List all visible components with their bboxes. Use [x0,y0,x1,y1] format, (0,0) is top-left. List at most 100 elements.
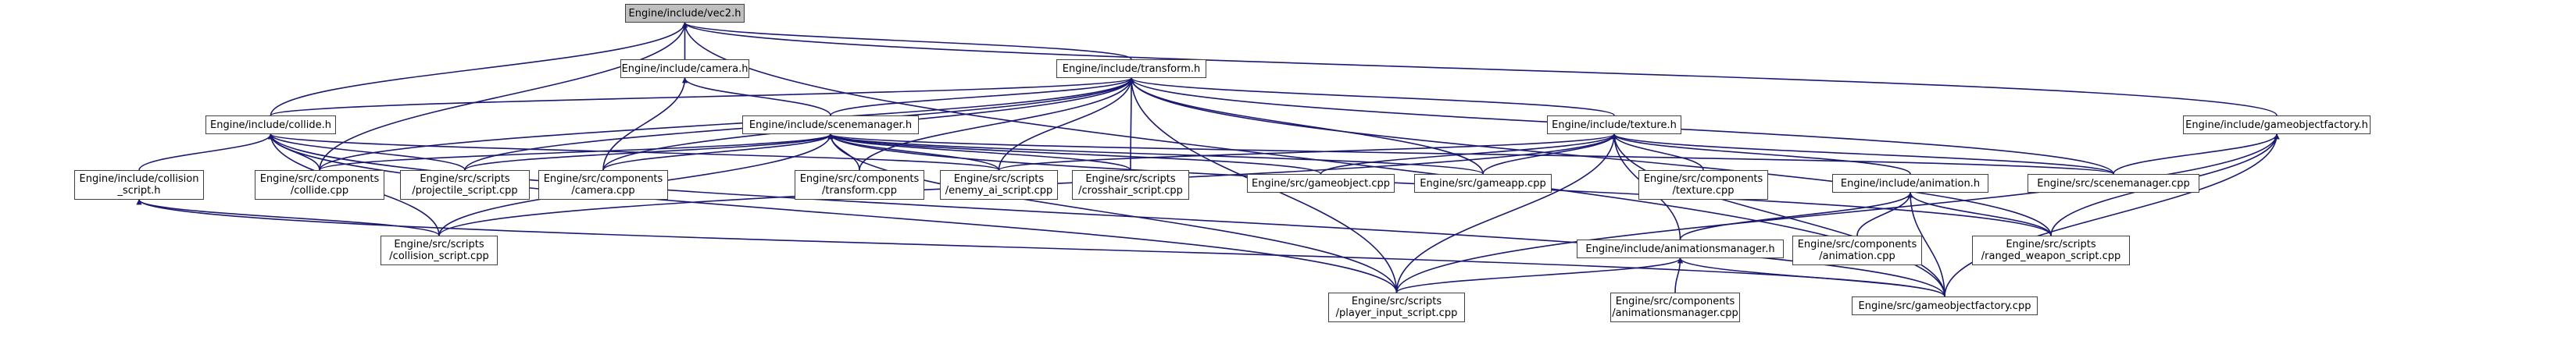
node-collide-h[interactable]: Engine/include/collide.h [205,115,336,134]
node-enemy-ai-cpp[interactable]: Engine/src/scripts/enemy_ai_script.cpp [940,170,1058,200]
edge-animationsmanager_cpp-to-animationsmanager_h [1674,257,1683,293]
node-label: /collision_script.cpp [389,250,489,262]
node-camera-cpp[interactable]: Engine/src/components/camera.cpp [538,170,668,200]
edge-gameobjectfactory_cpp-to-animationsmanager_h [1677,257,1945,297]
node-animationsmanager-h[interactable]: Engine/include/animationsmanager.h [1577,240,1784,258]
edge-player_input_cpp-to-animationsmanager_h [1395,257,1683,293]
node-texture-h[interactable]: Engine/include/texture.h [1547,115,1681,134]
edge-collide_h-to-vec2 [270,22,688,116]
node-label: Engine/include/animationsmanager.h [1585,243,1775,255]
node-label: /animationsmanager.cpp [1612,307,1738,319]
edge-animation_h-to-texture_h [1611,133,1911,175]
edge-projectile_cpp-to-scenemanager_h [464,133,834,171]
edge-enemy_ai_cpp-to-texture_h [998,133,1617,171]
node-label: Engine/src/scripts [1085,173,1176,185]
node-label: Engine/include/collide.h [210,119,331,131]
edge-camera_cpp-to-camera_h [602,77,688,171]
node-scenemanager-h[interactable]: Engine/include/scenemanager.h [742,115,919,134]
edge-collision_script_cpp-to-collision_script_h [136,199,440,236]
edge-crosshair_cpp-to-scenemanager_h [827,133,1131,171]
edge-gameobjectfactory_cpp-to-animation_h [1907,192,1945,297]
node-label: /crosshair_script.cpp [1078,185,1183,197]
node-label: _script.h [117,185,161,197]
edge-camera_cpp-to-scenemanager_h [602,133,834,171]
node-label: Engine/src/scripts [394,239,484,250]
node-label: /player_input_script.cpp [1335,307,1458,319]
node-texture-cpp[interactable]: Engine/src/components/texture.cpp [1638,170,1768,200]
edge-player_input_cpp-to-collide_h [268,133,1398,293]
edge-scenemanager_cpp-to-texture_h [1611,133,2114,175]
node-label: Engine/src/scripts [953,173,1045,185]
node-gameapp-cpp[interactable]: Engine/src/gameapp.cpp [1414,174,1552,193]
node-collision-script-h[interactable]: Engine/include/collision_script.h [74,170,204,200]
edge-gameapp_cpp-to-scenemanager_h [827,133,1484,175]
edge-texture_h-to-transform_h [1128,77,1615,116]
edge-projectile_cpp-to-collide_h [268,133,466,171]
node-gameobjectfactory-h[interactable]: Engine/include/gameobjectfactory.h [2183,115,2371,134]
node-gameobjectfactory-cpp[interactable]: Engine/src/gameobjectfactory.cpp [1852,296,2038,315]
edge-enemy_ai_cpp-to-collide_h [268,133,1000,171]
edge-player_input_cpp-to-scenemanager_h [827,133,1398,293]
node-label: Engine/src/gameobjectfactory.cpp [1858,300,2031,312]
edge-transform_h-to-vec2 [682,22,1132,60]
node-label: /transform.cpp [822,185,897,197]
node-scenemanager-cpp[interactable]: Engine/src/scenemanager.cpp [2028,174,2199,193]
node-label: Engine/include/texture.h [1552,119,1677,131]
node-label: /animation.cpp [1819,250,1895,262]
node-label: Engine/include/vec2.h [628,7,741,20]
edge-collide_cpp-to-vec2 [319,22,688,171]
edge-scenemanager_cpp-to-gameobjectfactory_h [2113,133,2280,175]
edge-gameobjectfactory_cpp-to-collide_h [268,133,1945,297]
node-animationsmanager-cpp[interactable]: Engine/src/components/animationsmanager.… [1610,293,1740,322]
edge-collision_script_h-to-collide_h [138,133,273,171]
node-label: Engine/src/scripts [2006,239,2096,250]
node-label: Engine/src/components [1643,173,1763,185]
edge-player_input_cpp-to-gameobjectfactory_h [1395,133,2280,293]
node-label: Engine/include/animation.h [1840,177,1981,190]
edge-scenemanager_h-to-transform_h [830,77,1134,116]
node-label: Engine/src/scripts [1351,296,1442,307]
node-label: Engine/src/components [799,173,920,185]
node-crosshair-cpp[interactable]: Engine/src/scripts/crosshair_script.cpp [1072,170,1189,200]
node-player-input-cpp[interactable]: Engine/src/scripts/player_input_script.c… [1328,293,1465,322]
edge-collide_cpp-to-scenemanager_h [319,133,834,171]
edge-scenemanager_h-to-camera_h [682,77,831,116]
node-label: Engine/include/scenemanager.h [749,119,913,131]
node-camera-h[interactable]: Engine/include/camera.h [620,59,749,78]
node-vec2: Engine/include/vec2.h [625,4,745,23]
node-transform-cpp[interactable]: Engine/src/components/transform.cpp [795,170,924,200]
edge-gameobject_cpp-to-scenemanager_h [827,133,1322,175]
edge-enemy_ai_cpp-to-transform_h [998,77,1134,171]
node-label: /enemy_ai_script.cpp [945,185,1053,197]
edge-ranged_weapon_cpp-to-animation_h [1907,192,2052,236]
node-ranged-weapon-cpp[interactable]: Engine/src/scripts/ranged_weapon_script.… [1972,236,2130,265]
node-gameobject-cpp[interactable]: Engine/src/gameobject.cpp [1247,174,1395,193]
node-label: Engine/src/gameobject.cpp [1251,177,1391,190]
node-transform-h[interactable]: Engine/include/transform.h [1056,59,1206,78]
node-label: Engine/include/camera.h [621,62,749,75]
edge-player_input_cpp-to-texture_h [1395,133,1617,293]
edge-ranged_weapon_cpp-to-transform_h [1128,77,2052,236]
node-label: Engine/include/transform.h [1062,62,1201,75]
edge-gameobject_cpp-to-texture_h [1320,133,1617,175]
node-label: Engine/src/components [543,173,663,185]
node-label: Engine/include/collision [79,173,199,185]
node-label: /projectile_script.cpp [412,185,518,197]
node-collision-script-cpp[interactable]: Engine/src/scripts/collision_script.cpp [381,236,498,265]
node-label: Engine/src/scripts [420,173,510,185]
node-collide-cpp[interactable]: Engine/src/components/collide.cpp [255,170,384,200]
edge-gameobjectfactory_cpp-to-gameobjectfactory_h [1944,133,2280,297]
edge-collide_cpp-to-transform_h [319,77,1134,171]
node-label: Engine/src/components [1615,296,1735,307]
edge-texture_cpp-to-texture_h [1611,133,1704,171]
edge-transform_cpp-to-transform_h [859,77,1134,171]
node-animation-cpp[interactable]: Engine/src/components/animation.cpp [1792,236,1922,265]
node-label: /collide.cpp [290,185,349,197]
edge-gameobjectfactory_cpp-to-texture_h [1611,133,1945,297]
node-label: /camera.cpp [571,185,635,197]
node-label: /ranged_weapon_script.cpp [1981,250,2121,262]
node-label: Engine/src/components [259,173,380,185]
node-animation-h[interactable]: Engine/include/animation.h [1832,174,1988,193]
node-projectile-cpp[interactable]: Engine/src/scripts/projectile_script.cpp [400,170,530,200]
node-label: Engine/src/components [1797,239,1917,250]
